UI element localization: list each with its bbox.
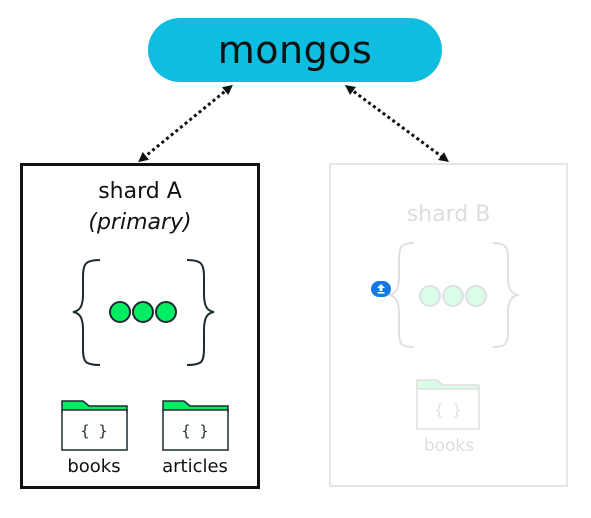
shard-a-graphics: { } { }	[61, 259, 229, 451]
shard-a-subtitle: (primary)	[88, 210, 192, 235]
folder-books-icon: { }	[416, 379, 480, 430]
svg-text:{ }: { }	[80, 422, 107, 440]
shard-b-graphics: { }	[386, 242, 521, 430]
shard-b-folder-books-label: books	[423, 436, 475, 456]
svg-text:{ }: { }	[181, 422, 208, 440]
curly-braces-icon	[386, 242, 521, 348]
upload-icon	[377, 284, 385, 294]
shard-b-title: shard B	[406, 202, 491, 227]
document-dots-icon	[109, 301, 177, 323]
arrow-mongos-shard-a	[138, 84, 233, 163]
move-badge[interactable]	[371, 281, 391, 297]
curly-braces-icon	[72, 259, 215, 366]
dot-1	[109, 301, 131, 323]
shard-a-box: shard A (primary) { } { } books articles	[20, 163, 260, 489]
dot-2	[132, 301, 154, 323]
document-dots-icon	[419, 285, 487, 307]
folder-articles-label: articles	[162, 456, 228, 477]
mongos-label: mongos	[217, 28, 373, 72]
shard-b-box: shard B { } books	[329, 163, 568, 487]
dot-3	[155, 301, 177, 323]
arrow-mongos-shard-b	[344, 85, 450, 162]
shard-a-title: shard A	[98, 179, 182, 204]
folder-books-icon: { }	[61, 399, 128, 451]
folder-books-label: books	[67, 456, 121, 477]
mongos-router: mongos	[148, 18, 442, 82]
folder-articles-icon: { }	[162, 400, 229, 451]
svg-text:{ }: { }	[434, 401, 461, 419]
